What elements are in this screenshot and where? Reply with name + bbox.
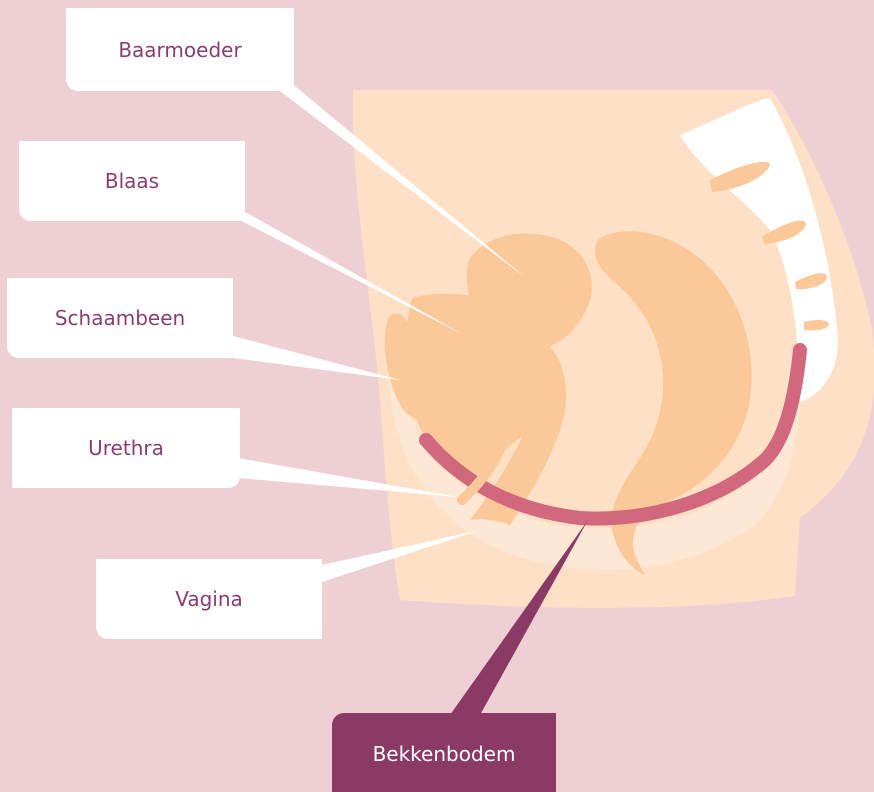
label-blaas-text: Blaas — [105, 169, 159, 193]
label-baarmoeder-text: Baarmoeder — [118, 38, 241, 62]
label-urethra: Urethra — [12, 408, 240, 488]
label-schaambeen-text: Schaambeen — [55, 306, 185, 330]
label-urethra-text: Urethra — [88, 436, 164, 460]
label-bekkenbodem: Bekkenbodem — [332, 713, 556, 792]
label-vagina: Vagina — [96, 559, 322, 639]
label-blaas: Blaas — [19, 141, 245, 221]
label-baarmoeder: Baarmoeder — [66, 8, 294, 91]
label-bekkenbodem-text: Bekkenbodem — [373, 742, 516, 766]
label-vagina-text: Vagina — [175, 587, 243, 611]
label-schaambeen: Schaambeen — [7, 278, 233, 358]
